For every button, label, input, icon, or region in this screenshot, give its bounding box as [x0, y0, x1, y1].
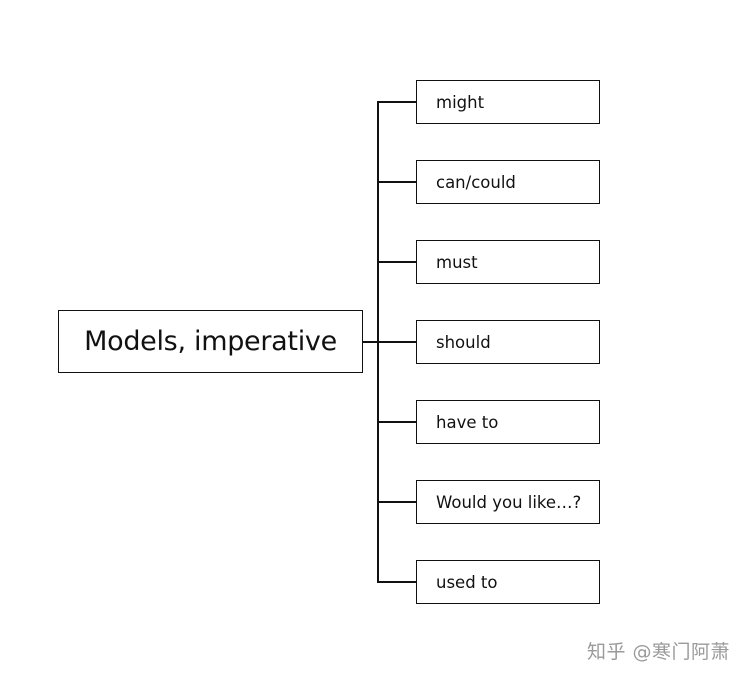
root-node: Models, imperative [58, 310, 363, 373]
branch-node-label: must [436, 252, 478, 272]
branch-node-would-you-like: Would you like…? [416, 480, 600, 524]
branch-connector-line [377, 181, 416, 183]
branch-connector-line [377, 101, 416, 103]
branch-connector-line [377, 501, 416, 503]
branch-node-must: must [416, 240, 600, 284]
branch-connector-line [377, 581, 416, 583]
watermark: 知乎 @寒门阿萧 [586, 641, 730, 663]
branch-node-might: might [416, 80, 600, 124]
branch-node-label: should [436, 332, 491, 352]
branch-connector-line [377, 341, 416, 343]
branch-node-label: can/could [436, 172, 516, 192]
root-node-label: Models, imperative [84, 326, 337, 357]
branch-node-label: used to [436, 572, 498, 592]
branch-connector-line [377, 261, 416, 263]
branch-node-used-to: used to [416, 560, 600, 604]
branch-connector-line [377, 421, 416, 423]
root-connector-line [363, 341, 378, 343]
branch-node-should: should [416, 320, 600, 364]
branch-node-have-to: have to [416, 400, 600, 444]
branch-node-label: Would you like…? [436, 492, 582, 512]
branch-node-label: might [436, 92, 485, 112]
branch-node-can-could: can/could [416, 160, 600, 204]
branch-node-label: have to [436, 412, 499, 432]
